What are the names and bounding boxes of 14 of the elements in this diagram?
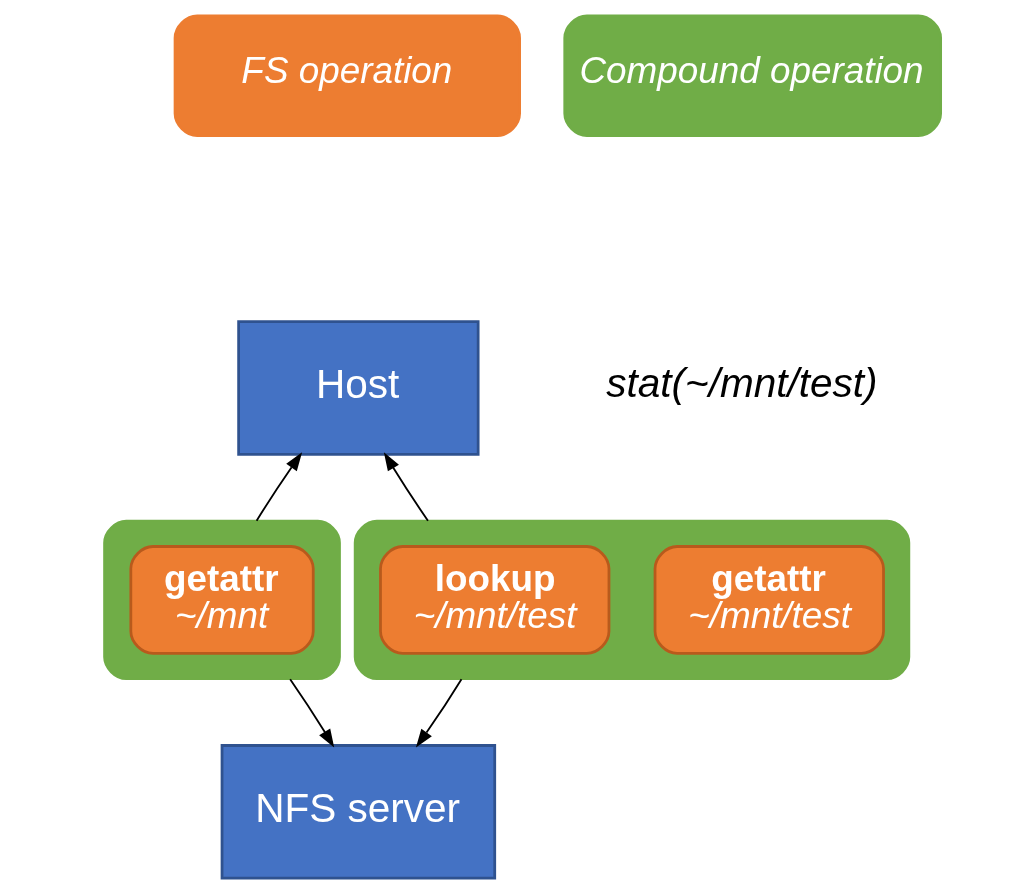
legend-label: Compound operation [579, 50, 924, 92]
arrow [383, 452, 429, 522]
node-box: getattr ~/mnt [129, 545, 315, 655]
node-box: NFS server [220, 744, 497, 880]
node-box: getattr ~/mnt/test [653, 545, 885, 655]
label: stat(~/mnt/test) [606, 359, 878, 406]
cluster [353, 519, 911, 681]
legend-label: FS operation [241, 50, 453, 92]
arrow [255, 452, 303, 522]
cluster [103, 519, 341, 681]
node-box: Host [237, 320, 480, 456]
node-box: lookup ~/mnt/test [379, 545, 611, 655]
arrow [415, 678, 463, 748]
arrow [289, 678, 335, 748]
